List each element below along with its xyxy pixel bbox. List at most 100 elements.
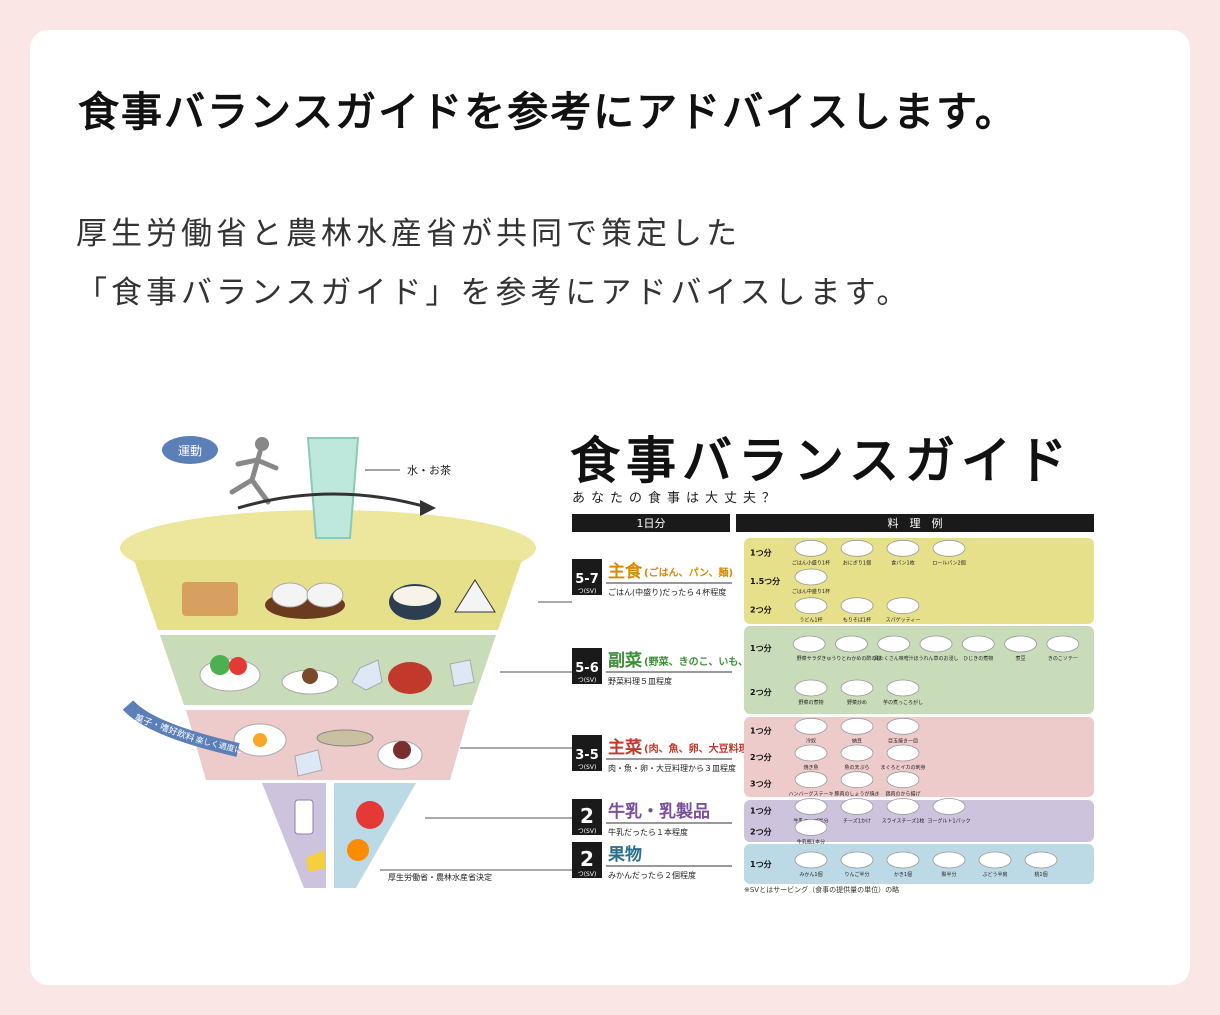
- dish-label: 納豆: [852, 737, 862, 744]
- dish-icon: [794, 798, 828, 815]
- runner-icon: [229, 437, 279, 505]
- row-serving-count: 1つ分: [750, 806, 772, 816]
- group-detail: (ごはん、パン、麺): [644, 566, 733, 579]
- serving-count-box: [572, 799, 602, 835]
- hijiki-icon: [449, 659, 475, 687]
- row-serving-count: 1つ分: [750, 547, 772, 557]
- row-serving-count: 2つ分: [750, 605, 772, 615]
- serving-groups: 5-7つ(SV)主食(ごはん、パン、麺)ごはん(中盛り)だったら４杯程度1つ分ご…: [572, 538, 1094, 884]
- group-name: 主菜: [608, 737, 643, 758]
- udon-icon: [393, 586, 437, 606]
- dish-icon: [794, 717, 828, 735]
- dish-label: きのこソテー: [1048, 655, 1078, 662]
- dish-icon: [886, 597, 920, 615]
- dish-icon: [886, 539, 920, 557]
- layer-dairy: [262, 783, 326, 888]
- row-serving-count: 2つ分: [750, 687, 772, 697]
- dish-icon: [794, 744, 828, 762]
- group-note: 肉・魚・卵・大豆料理から３皿程度: [608, 763, 736, 773]
- serving-range: 5-7: [575, 572, 599, 587]
- salad-icon: [229, 657, 247, 675]
- serving-range: 5-6: [575, 661, 599, 676]
- dish-icon: [794, 568, 828, 586]
- row-serving-count: 1つ分: [750, 859, 772, 869]
- dish-icon: [794, 851, 828, 869]
- dish-label: きゅうりとわかめの酢の物: [821, 655, 881, 662]
- dish-icon: [886, 851, 920, 869]
- dish-label: ごはん中盛り1杯: [792, 588, 830, 595]
- serving-count-box: [572, 842, 602, 878]
- dish-icon: [840, 744, 874, 762]
- guide-title: 食事バランスガイド: [570, 432, 1073, 490]
- row-serving-count: 2つ分: [750, 827, 772, 837]
- serving-unit: つ(SV): [578, 677, 597, 684]
- tofu-icon: [294, 749, 323, 777]
- dish-icon: [794, 679, 828, 697]
- fried-egg-icon: [253, 733, 267, 747]
- onigiri-icon: [454, 579, 496, 613]
- credit: 厚生労働省・農林水産省決定: [388, 872, 492, 882]
- dish-label: チーズ1かけ: [843, 818, 871, 825]
- spinning-top: 水・お茶 運動: [120, 436, 572, 888]
- dish-icon: [932, 851, 966, 869]
- dish-icon: [886, 798, 920, 815]
- serving-unit: つ(SV): [578, 764, 597, 771]
- serving-count-box: [572, 559, 602, 595]
- row-serving-count: 2つ分: [750, 752, 772, 762]
- exercise-label: 運動: [178, 444, 202, 458]
- dish-label: 野菜炒め: [847, 699, 867, 706]
- dish-label: ほうれん草のお浸し: [913, 655, 958, 662]
- miso-soup-icon: [388, 662, 432, 694]
- dish-icon: [840, 771, 874, 789]
- group-name: 牛乳・乳製品: [608, 801, 710, 822]
- group-name: 果物: [608, 844, 642, 865]
- group-note: 牛乳だったら１本程度: [608, 827, 688, 837]
- dish-icon: [840, 539, 874, 557]
- exercise-badge: [162, 436, 218, 464]
- row-serving-count: 1.5つ分: [750, 576, 780, 586]
- dish-label: 豚肉のしょうが焼き: [834, 791, 879, 798]
- example-panel: [744, 538, 1094, 624]
- dish-label: りんご半分: [844, 871, 869, 878]
- dish-label: スライスチーズ1枚: [882, 818, 925, 825]
- snack-ribbon: [122, 700, 240, 757]
- dish-label: 目玉焼き一皿: [888, 737, 918, 744]
- rotation-arrow-icon: [237, 492, 431, 510]
- snacks-label: 菓子・嗜好飲料: [133, 712, 196, 745]
- description-line: 「食事バランスガイド」を参考にアドバイスします。: [76, 275, 912, 311]
- dish-label: まぐろとイカの刺身: [880, 764, 925, 771]
- dish-label: スパゲッティー: [886, 617, 921, 624]
- dish-icon: [886, 679, 920, 697]
- page-heading: 食事バランスガイドを参考にアドバイスします。: [78, 88, 1018, 136]
- dish-label: みかん1個: [799, 871, 822, 878]
- bread-icon: [182, 582, 238, 616]
- dish-icon: [840, 717, 874, 735]
- dish-label: 煮豆: [1016, 655, 1026, 662]
- dish-icon: [835, 635, 868, 653]
- row-serving-count: 1つ分: [750, 643, 772, 653]
- description: 厚生労働省と農林水産省が共同で策定した 「食事バランスガイド」を参考にアドバイス…: [76, 205, 911, 323]
- row-serving-count: 1つ分: [750, 725, 772, 735]
- serving-count-box: [572, 735, 602, 771]
- side-bowl-icon: [351, 659, 383, 691]
- group-detail: (肉、魚、卵、大豆料理): [644, 742, 753, 755]
- serving-range: 2: [580, 804, 594, 828]
- dish-label: ごはん小盛り1杯: [792, 559, 830, 566]
- dish-icon: [840, 597, 874, 615]
- milk-glass-icon: [294, 799, 314, 835]
- header-example-label: 料 理 例: [888, 516, 943, 530]
- dish-label: ロールパン2個: [932, 559, 965, 566]
- serving-count-box: [572, 648, 602, 684]
- dish-icon: [978, 851, 1012, 869]
- header-example: [736, 514, 1094, 532]
- dish-icon: [886, 717, 920, 735]
- dish-label: おにぎり1個: [843, 559, 871, 566]
- dish-label: 野菜の煮物: [798, 699, 823, 706]
- dish-label: 野菜サラダ: [797, 655, 822, 662]
- dish-icon: [792, 635, 826, 653]
- mandarin-icon: [347, 839, 369, 861]
- dish-label: もりそば1杯: [843, 617, 871, 624]
- group-note: 野菜料理５皿程度: [608, 676, 672, 686]
- guide-subtitle: あなたの食事は大丈夫？: [572, 490, 781, 506]
- dish-label: うどん1杯: [799, 617, 822, 624]
